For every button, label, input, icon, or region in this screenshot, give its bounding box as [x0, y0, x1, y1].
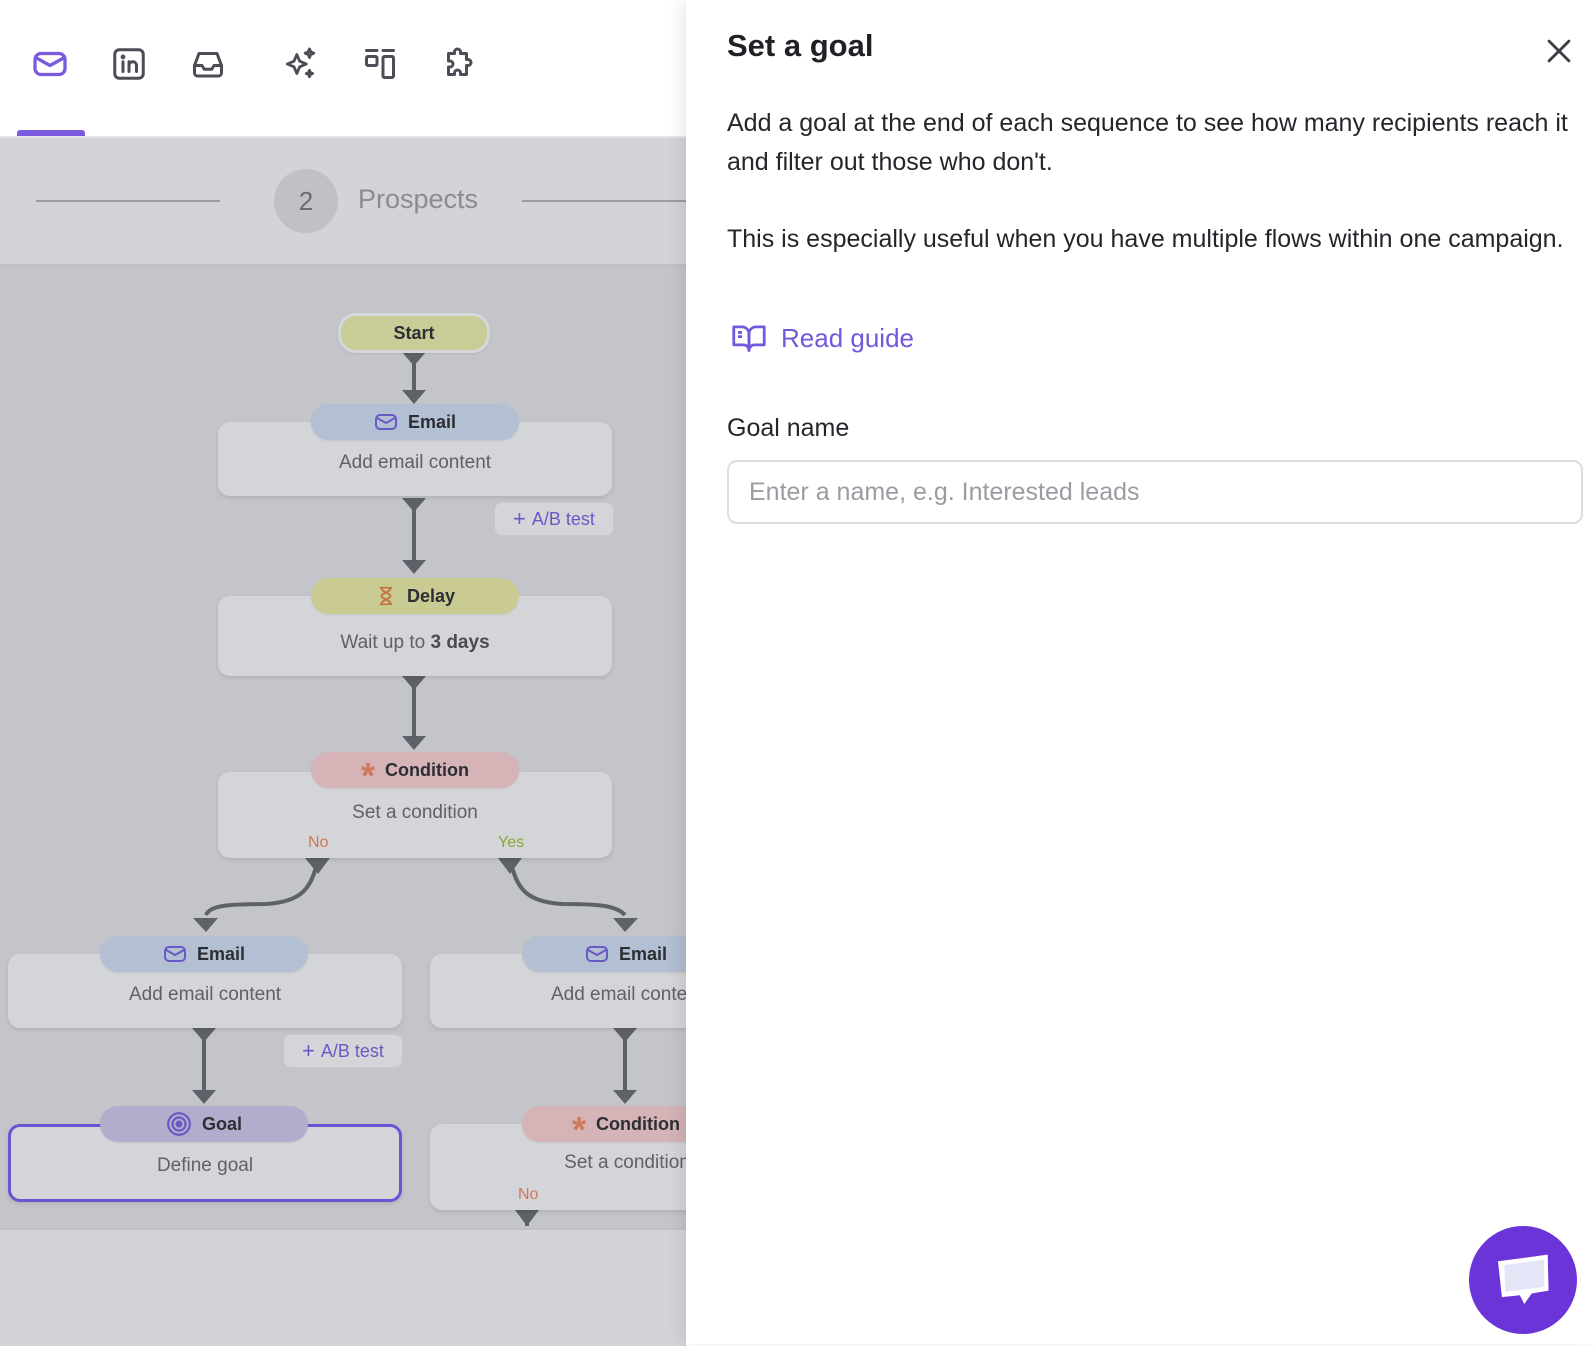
plus-icon: + — [513, 506, 526, 531]
condition-branch-no: No — [308, 834, 329, 851]
ab-test-label: A/B test — [320, 1040, 384, 1061]
delay-step-content: Wait up to 3 days — [218, 632, 612, 654]
inbox-channel-tab[interactable] — [186, 42, 230, 86]
email-step-label: Email — [407, 411, 457, 432]
condition-branch-yes: Yes — [498, 834, 525, 851]
condition-step-label: Condition — [385, 759, 469, 780]
condition-branch-no: No — [518, 1186, 539, 1203]
panel-description-1: Add a goal at the end of each sequence t… — [727, 109, 1568, 176]
delay-prefix: Wait up to — [340, 632, 426, 653]
goal-step-header[interactable]: Goal — [100, 1106, 308, 1142]
ab-test-label: A/B test — [531, 508, 595, 529]
layout-tab[interactable] — [358, 42, 402, 86]
goal-name-label: Goal name — [727, 414, 850, 442]
email-step-label: Email — [196, 943, 246, 964]
ab-test-button-no-branch[interactable]: + A/B test — [283, 1034, 403, 1068]
sparkles-icon — [285, 47, 316, 79]
puzzle-icon — [447, 47, 473, 76]
set-goal-panel: Set a goal Add a goal at the end of each… — [686, 0, 1596, 1344]
panel-description-2: This is especially useful when you have … — [727, 225, 1564, 253]
goal-step-content: Define goal — [156, 1155, 254, 1176]
linkedin-icon — [113, 48, 145, 80]
email-icon — [163, 946, 186, 962]
goal-step-label: Goal — [201, 1113, 242, 1134]
ab-test-button[interactable]: + A/B test — [494, 502, 614, 536]
channel-toolbar — [0, 0, 686, 138]
read-guide-link[interactable]: Read guide — [731, 322, 914, 354]
read-guide-label: Read guide — [781, 322, 914, 353]
delay-step-header[interactable]: Delay — [311, 578, 519, 614]
stepper-line-right — [522, 200, 686, 202]
hourglass-icon — [379, 586, 393, 606]
goal-name-input[interactable] — [727, 460, 1583, 524]
stepper-step-label[interactable]: Prospects — [358, 184, 479, 214]
asterisk-icon: * — [361, 755, 376, 796]
email-channel-tab[interactable] — [28, 42, 72, 86]
plus-icon: + — [302, 1038, 315, 1063]
book-icon — [732, 325, 766, 352]
canvas-footer — [0, 1228, 686, 1346]
condition-step-header[interactable]: * Condition — [311, 752, 519, 794]
delay-step-label: Delay — [406, 585, 456, 606]
chat-support-button[interactable] — [1469, 1226, 1577, 1334]
active-tab-indicator — [17, 130, 85, 136]
condition-step-content: Set a condition — [352, 802, 478, 823]
ai-tools-tab[interactable] — [278, 42, 322, 86]
email-step-content: Add email content — [128, 984, 282, 1005]
email-step-header-no-branch[interactable]: Email — [100, 936, 308, 972]
inbox-icon — [193, 52, 223, 78]
linkedin-channel-tab[interactable] — [107, 42, 151, 86]
email-step-content: Add email content — [338, 452, 492, 473]
condition-step-label: Condition — [596, 1113, 680, 1134]
email-step-label: Email — [618, 943, 668, 964]
stepper-bar — [0, 138, 686, 266]
close-button[interactable] — [1542, 34, 1576, 68]
stepper-step-number[interactable]: 2 — [274, 169, 338, 233]
target-icon — [167, 1112, 191, 1136]
email-step-content: Add email content — [550, 984, 704, 1005]
email-icon — [374, 414, 397, 430]
stepper-line-left — [36, 200, 220, 202]
start-node[interactable]: Start — [338, 313, 490, 353]
asterisk-icon: * — [572, 1109, 587, 1150]
chat-icon — [1497, 1254, 1549, 1304]
condition-step-content: Set a condition — [564, 1152, 690, 1173]
integrations-tab[interactable] — [437, 42, 481, 86]
email-icon — [33, 51, 67, 77]
start-node-label: Start — [393, 322, 435, 343]
close-icon — [1547, 39, 1571, 63]
panel-title: Set a goal — [727, 28, 874, 63]
flow-connectors — [192, 350, 638, 1226]
email-step-header[interactable]: Email — [311, 404, 519, 440]
delay-value: 3 days — [430, 632, 490, 653]
email-icon — [585, 946, 608, 962]
layout-icon — [365, 49, 395, 79]
